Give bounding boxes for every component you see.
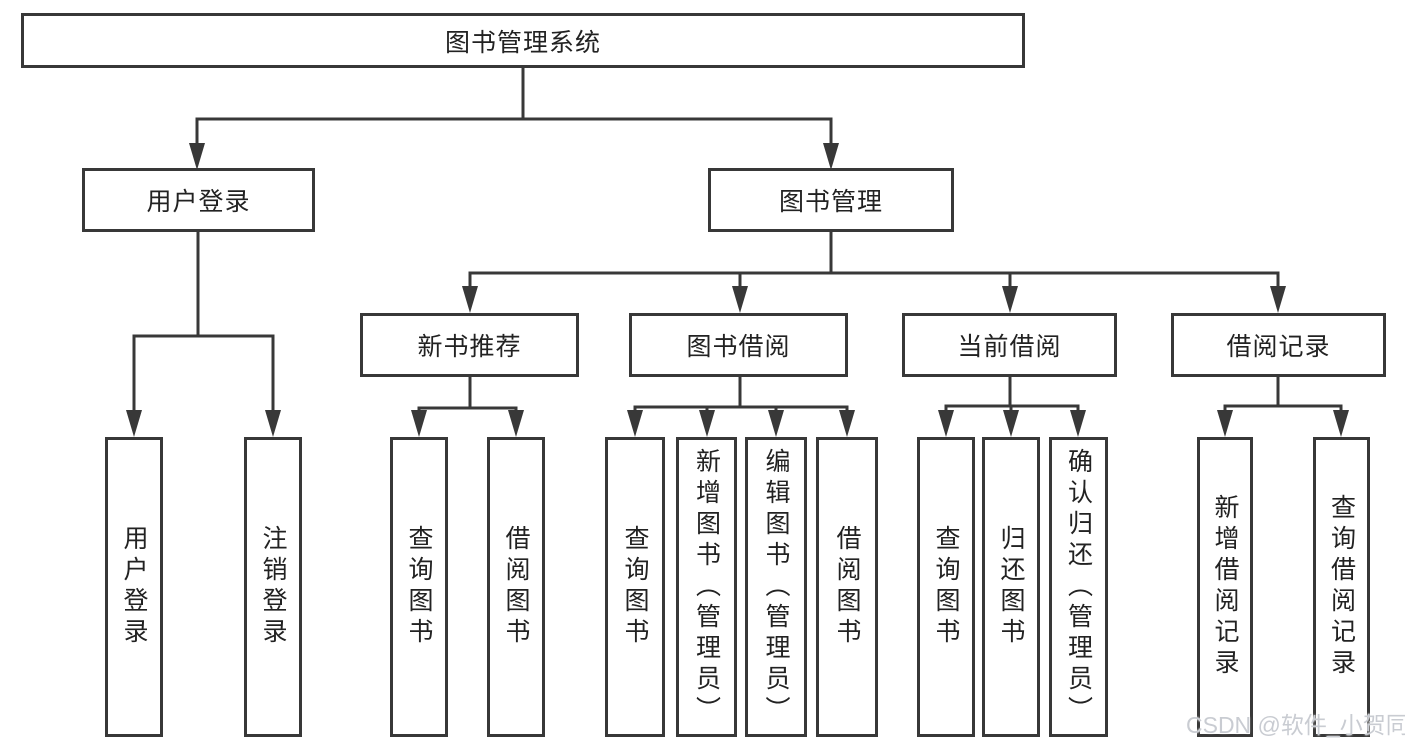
connector-current-borrow-children <box>938 375 1086 437</box>
leaf-bb-edit-books-admin: 编辑图书（管理员） <box>745 437 807 737</box>
node-root-system: 图书管理系统 <box>21 13 1025 68</box>
leaf-bb-query-books: 查询图书 <box>605 437 665 737</box>
node-current-borrow: 当前借阅 <box>902 313 1117 377</box>
connector-new-book-children <box>411 375 524 437</box>
leaf-user-login: 用户登录 <box>105 437 163 737</box>
leaf-br-add-record: 新增借阅记录 <box>1197 437 1253 737</box>
connector-root-to-level2 <box>189 66 839 170</box>
leaf-cb-query-books: 查询图书 <box>917 437 975 737</box>
connector-book-management-children <box>462 230 1286 313</box>
leaf-logout: 注销登录 <box>244 437 302 737</box>
node-user-login: 用户登录 <box>82 168 315 232</box>
leaf-rec-borrow-books: 借阅图书 <box>487 437 545 737</box>
leaf-cb-confirm-return-admin: 确认归还（管理员） <box>1049 437 1108 737</box>
leaf-bb-add-books-admin: 新增图书（管理员） <box>676 437 737 737</box>
leaf-rec-query-books: 查询图书 <box>390 437 448 737</box>
connector-user-login-children <box>126 230 281 437</box>
node-borrow-records: 借阅记录 <box>1171 313 1386 377</box>
node-book-borrow: 图书借阅 <box>629 313 848 377</box>
connector-borrow-records-children <box>1217 375 1349 437</box>
watermark-text: CSDN @软件_小贺同学 <box>1186 712 1405 738</box>
leaf-br-query-record: 查询借阅记录 <box>1313 437 1370 737</box>
leaf-bb-borrow-books: 借阅图书 <box>816 437 878 737</box>
node-book-management: 图书管理 <box>708 168 954 232</box>
connector-book-borrow-children <box>627 375 855 437</box>
leaf-cb-return-books: 归还图书 <box>982 437 1040 737</box>
node-new-book-recommend: 新书推荐 <box>360 313 579 377</box>
